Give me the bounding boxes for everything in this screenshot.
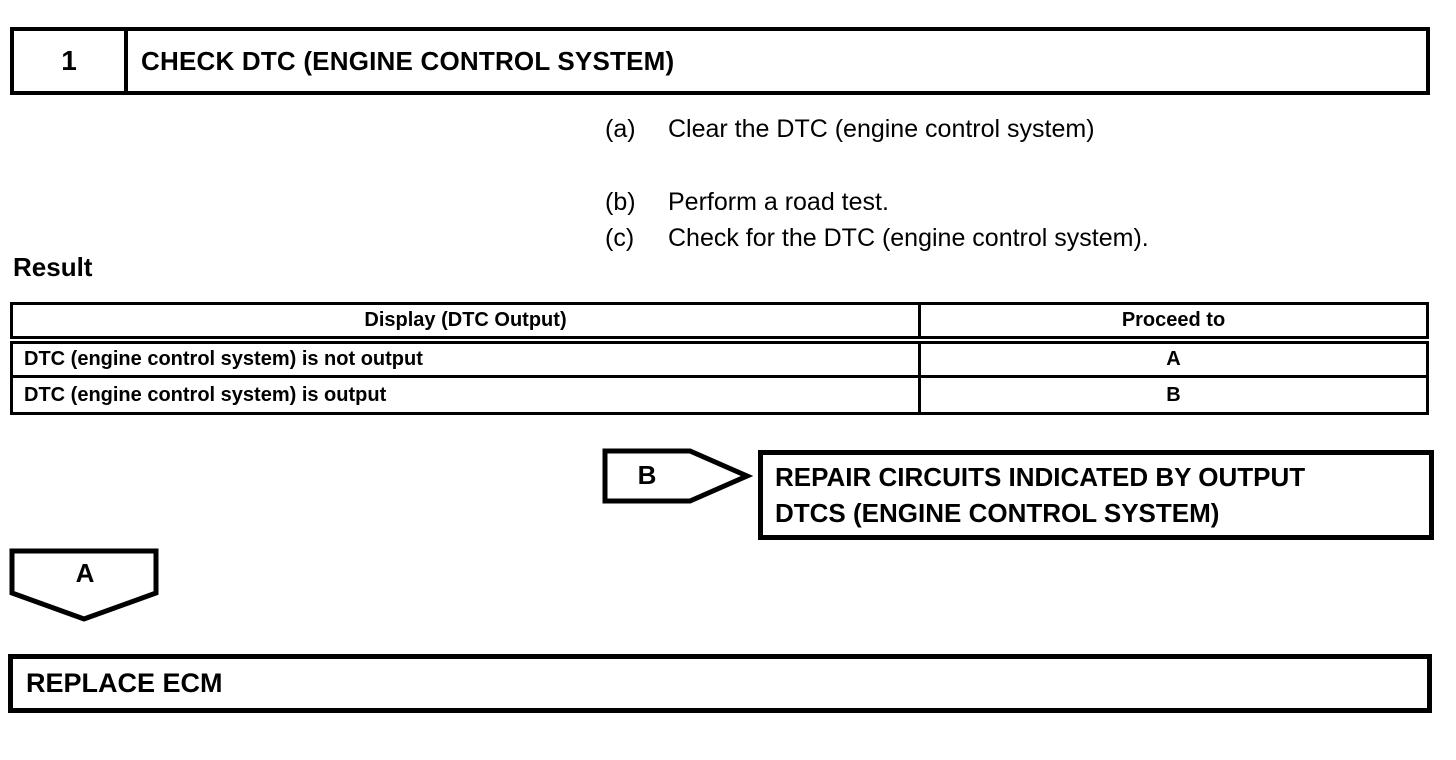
instruction-list: (a) Clear the DTC (engine control system…	[605, 111, 1149, 256]
result-table: Display (DTC Output) Proceed to DTC (eng…	[10, 302, 1429, 415]
instruction-row-c: (c) Check for the DTC (engine control sy…	[605, 220, 1149, 256]
instruction-row-a: (a) Clear the DTC (engine control system…	[605, 111, 1149, 147]
instruction-row-b: (b) Perform a road test.	[605, 184, 1149, 220]
instruction-text: Perform a road test.	[668, 188, 889, 216]
step-number: 1	[14, 31, 128, 91]
connector-a-arrow-icon	[9, 548, 159, 622]
branch-a-label: A	[75, 558, 95, 588]
proceed-cell: A	[918, 338, 1429, 378]
instruction-text: Check for the DTC (engine control system…	[668, 224, 1149, 252]
instruction-text: Clear the DTC (engine control system)	[668, 115, 1095, 143]
repair-action-box: REPAIR CIRCUITS INDICATED BY OUTPUT DTCS…	[758, 450, 1434, 540]
repair-action-text-line: DTCS (ENGINE CONTROL SYSTEM)	[775, 498, 1220, 528]
result-heading: Result	[13, 252, 93, 282]
column-header-proceed: Proceed to	[918, 302, 1429, 344]
repair-action-text-line: REPAIR CIRCUITS INDICATED BY OUTPUT	[775, 462, 1306, 492]
branch-b-label: B	[637, 460, 657, 490]
instruction-label: (a)	[605, 115, 636, 143]
replace-ecm-box: REPLACE ECM	[8, 654, 1432, 713]
step-header-box: 1 CHECK DTC (ENGINE CONTROL SYSTEM)	[10, 27, 1430, 95]
step-title: CHECK DTC (ENGINE CONTROL SYSTEM)	[141, 45, 675, 76]
connector-b-arrow-icon	[602, 448, 753, 504]
instruction-label: (c)	[605, 224, 635, 252]
table-header-row: Display (DTC Output) Proceed to	[10, 302, 1429, 344]
display-cell: DTC (engine control system) is output	[10, 375, 921, 415]
table-row: DTC (engine control system) is output B	[10, 375, 1429, 415]
display-cell: DTC (engine control system) is not outpu…	[10, 338, 921, 378]
table-row: DTC (engine control system) is not outpu…	[10, 338, 1429, 378]
proceed-cell: B	[918, 375, 1429, 415]
column-header-display: Display (DTC Output)	[10, 302, 921, 344]
replace-ecm-text: REPLACE ECM	[26, 668, 223, 698]
instruction-label: (b)	[605, 188, 636, 216]
